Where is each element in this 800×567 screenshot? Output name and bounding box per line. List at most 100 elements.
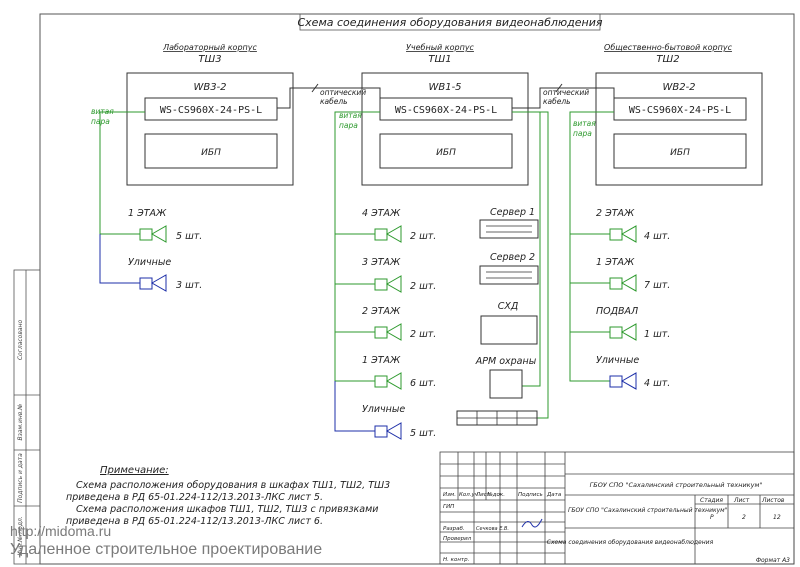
storage-system: СХД: [480, 301, 538, 345]
tb-format: Формат А3: [756, 557, 790, 564]
camera-count: 6 шт.: [410, 378, 436, 389]
switch-label: WS-CS960X-24-PS-L: [395, 105, 497, 116]
camera-lens-icon: [620, 225, 637, 243]
workstation-label: АРМ охраны: [475, 356, 537, 367]
camera-group-left-2: Уличные 3 шт.: [128, 257, 202, 292]
tb-stage-value: Р: [710, 514, 714, 521]
tb-role-dev: Разраб.: [443, 526, 465, 532]
tb-sheets-value: 12: [773, 514, 781, 521]
switch-label: WS-CS960X-24-PS-L: [160, 105, 262, 116]
server-icon: [479, 265, 539, 285]
floor-label: 1 ЭТАЖ: [362, 355, 401, 366]
camera-icon: [139, 277, 153, 290]
tb-role-norm: Н. контр.: [443, 557, 470, 563]
camera-icon: [374, 278, 388, 291]
floor-label: Уличные: [362, 404, 405, 415]
optical-link-1: [277, 83, 381, 109]
camera-count: 1 шт.: [644, 329, 670, 340]
building-name-1: Лабораторный корпус: [162, 43, 257, 52]
camera-group-center-5: Уличные 5 шт.: [362, 404, 436, 440]
camera-group-right-1: 2 ЭТАЖ 4 шт.: [596, 208, 670, 243]
switch-box: [144, 97, 278, 121]
camera-count: 3 шт.: [176, 280, 202, 291]
side-stamp-replace: Взам.инв.№: [17, 404, 24, 441]
optical-label-2b: кабель: [543, 97, 571, 106]
note-line-3: Схема расположения шкафов ТШ1, ТШ2, ТШ3 …: [76, 504, 378, 515]
camera-lens-icon: [385, 225, 402, 243]
tb-col-doc: №док.: [486, 492, 505, 498]
camera-lens-icon: [150, 225, 167, 243]
camera-count: 7 шт.: [644, 280, 670, 291]
ups-label: ИБП: [670, 148, 690, 158]
twisted-pair-label-right-a: витая: [573, 119, 596, 128]
camera-count: 4 шт.: [644, 378, 670, 389]
camera-icon: [609, 375, 623, 388]
ups-box: [613, 133, 747, 169]
floor-label: 4 ЭТАЖ: [362, 208, 401, 219]
watermark-url[interactable]: http://midoma.ru: [10, 523, 112, 539]
cabinet-wb1-5: WB1-5 WS-CS960X-24-PS-L ИБП: [361, 72, 529, 186]
camera-lens-icon: [620, 372, 637, 390]
twisted-pair-label-left-a: витая: [91, 107, 114, 116]
building-code-3: ТШ2: [656, 54, 679, 65]
twisted-pair-label-center-b: пара: [339, 121, 358, 130]
optical-link-2: [512, 83, 615, 109]
camera-icon: [609, 326, 623, 339]
camera-count: 2 шт.: [410, 281, 436, 292]
floor-label: Уличные: [128, 257, 171, 268]
camera-count: 2 шт.: [410, 329, 436, 340]
server-2: Сервер 2: [479, 252, 539, 285]
cabinet-label: WB1-5: [428, 82, 461, 93]
twisted-pair-right: [569, 111, 614, 382]
tb-col-sign: Подпись: [518, 492, 543, 498]
floor-label: 1 ЭТАЖ: [596, 257, 635, 268]
tb-role-gip: ГИП: [443, 504, 454, 510]
building-code-2: ТШ1: [428, 54, 451, 65]
camera-icon: [374, 425, 388, 438]
security-workstation: АРМ охраны: [456, 356, 538, 426]
signature: [521, 518, 543, 528]
camera-group-right-2: 1 ЭТАЖ 7 шт.: [596, 257, 670, 292]
tb-col-kol: Кол.уч: [459, 492, 479, 498]
camera-lens-icon: [620, 274, 637, 292]
optical-label-1a: оптический: [320, 88, 366, 97]
storage-label: СХД: [498, 301, 519, 312]
switch-label: WS-CS960X-24-PS-L: [629, 105, 731, 116]
twisted-pair-label-center-a: витая: [339, 111, 362, 120]
twisted-pair-center: [334, 111, 380, 382]
cabinet-wb3-2: WB3-2 WS-CS960X-24-PS-L ИБП: [126, 72, 294, 186]
camera-count: 4 шт.: [644, 231, 670, 242]
camera-lens-icon: [385, 372, 402, 390]
building-name-2: Учебный корпус: [406, 43, 475, 52]
camera-icon: [609, 228, 623, 241]
camera-icon: [374, 375, 388, 388]
title-block: [439, 451, 795, 565]
camera-lens-icon: [620, 323, 637, 341]
ups-box: [379, 133, 513, 169]
tb-developer: Сечкова Е.В.: [476, 526, 509, 532]
server-icon: [479, 219, 539, 239]
tb-org-top: ГБОУ СПО "Сахалинский строительный техни…: [590, 481, 763, 489]
note-line-2: приведена в РД 65-01.224-112/13.2013-ЛКС…: [66, 492, 323, 503]
server-1: Сервер 1: [479, 207, 539, 239]
tb-role-check: Проверил: [443, 536, 472, 542]
cabinet-label: WB3-2: [193, 82, 226, 93]
note-line-1: Схема расположения оборудования в шкафах…: [76, 480, 390, 491]
camera-group-right-4: Уличные 4 шт.: [596, 355, 670, 390]
camera-count: 2 шт.: [410, 231, 436, 242]
tb-col-list: Лист: [475, 492, 491, 498]
camera-group-center-1: 4 ЭТАЖ 2 шт.: [362, 208, 436, 243]
storage-icon: [480, 315, 538, 345]
tb-sheet-label: Лист: [733, 497, 750, 504]
street-link-center: [334, 381, 375, 432]
tb-sheets-label: Листов: [761, 497, 785, 504]
floor-label: ПОДВАЛ: [596, 306, 638, 317]
camera-icon: [139, 228, 153, 241]
server-label: Сервер 1: [490, 207, 535, 218]
camera-count: 5 шт.: [410, 428, 436, 439]
tb-drawing-name: Схема соединения оборудования видеонаблю…: [547, 539, 714, 546]
floor-label: 1 ЭТАЖ: [128, 208, 167, 219]
camera-group-center-2: 3 ЭТАЖ 2 шт.: [362, 257, 436, 293]
camera-group-center-3: 2 ЭТАЖ 2 шт.: [362, 306, 436, 341]
